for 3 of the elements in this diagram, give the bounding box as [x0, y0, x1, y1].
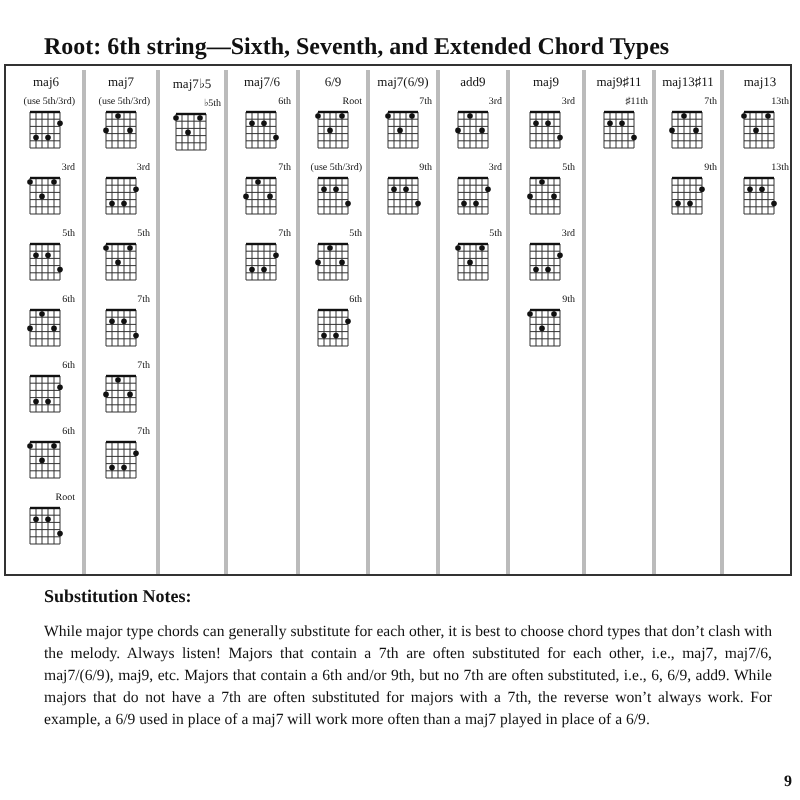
page-title: Root: 6th string—Sixth, Seventh, and Extended Chord Types	[44, 32, 670, 62]
page-number: 9	[784, 772, 792, 790]
section-heading: Substitution Notes:	[44, 586, 192, 606]
